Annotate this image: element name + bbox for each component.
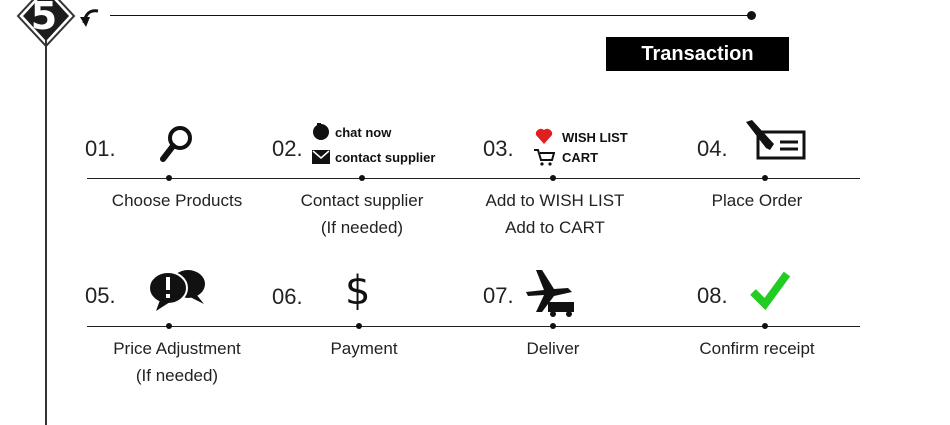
step5-dot bbox=[166, 323, 172, 329]
step2-number: 02. bbox=[272, 136, 303, 161]
section-title: Transaction bbox=[606, 37, 789, 71]
row1-rule bbox=[87, 178, 860, 179]
header-rule bbox=[110, 15, 750, 16]
step3-caption-line2: Add to CART bbox=[505, 218, 605, 237]
timeline-vertical-line bbox=[45, 40, 47, 425]
step4-number: 04. bbox=[697, 136, 728, 161]
plane-truck-icon bbox=[524, 270, 578, 323]
step3-dot bbox=[550, 175, 556, 181]
step6-number: 06. bbox=[272, 284, 303, 309]
step4-dot bbox=[762, 175, 768, 181]
step6-dot bbox=[356, 323, 362, 329]
chat-now-label: chat now bbox=[335, 125, 392, 140]
step8-dot bbox=[762, 323, 768, 329]
row2-rule bbox=[87, 326, 860, 327]
step5-caption: Price Adjustment (If needed) bbox=[87, 335, 267, 389]
step7-dot bbox=[550, 323, 556, 329]
step5-caption-line2: (If needed) bbox=[135, 366, 219, 385]
checkmark-icon bbox=[750, 270, 791, 315]
step8-number: 08. bbox=[697, 283, 728, 308]
step8-caption: Confirm receipt bbox=[667, 335, 847, 362]
step6-caption-line1: Payment bbox=[330, 339, 398, 358]
contact-supplier-label: contact supplier bbox=[335, 150, 436, 165]
step-number: 5 bbox=[30, 0, 58, 38]
step1-caption-line1: Choose Products bbox=[111, 191, 243, 210]
step7-caption-line1: Deliver bbox=[526, 339, 580, 358]
step1-dot bbox=[166, 175, 172, 181]
step2-dot bbox=[359, 175, 365, 181]
step2-caption-line2: (If needed) bbox=[320, 218, 404, 237]
dollar-icon: $ bbox=[345, 268, 371, 314]
step2-caption: Contact supplier (If needed) bbox=[272, 187, 452, 241]
step7-number: 07. bbox=[483, 283, 514, 308]
step1-caption: Choose Products bbox=[87, 187, 267, 214]
mail-icon bbox=[312, 150, 330, 164]
magnifier-icon bbox=[160, 124, 196, 169]
cart-label: CART bbox=[562, 150, 599, 165]
step2-caption-line1: Contact supplier bbox=[300, 191, 424, 210]
heart-icon bbox=[534, 127, 554, 145]
order-form-icon bbox=[744, 120, 808, 167]
step4-caption: Place Order bbox=[667, 187, 847, 214]
step4-caption-line1: Place Order bbox=[711, 191, 803, 210]
step3-number: 03. bbox=[483, 136, 514, 161]
curved-arrow-icon bbox=[78, 5, 102, 29]
wish-list-label: WISH LIST bbox=[562, 130, 628, 145]
step7-caption: Deliver bbox=[463, 335, 643, 362]
step1-number: 01. bbox=[85, 136, 116, 161]
header-rule-endpoint bbox=[747, 11, 756, 20]
step6-caption: Payment bbox=[274, 335, 454, 362]
step8-caption-line1: Confirm receipt bbox=[699, 339, 815, 358]
chat-bubble-icon bbox=[312, 123, 330, 141]
step3-caption: Add to WISH LIST Add to CART bbox=[465, 187, 645, 241]
step3-caption-line1: Add to WISH LIST bbox=[485, 191, 625, 210]
speech-bubbles-icon bbox=[148, 268, 208, 317]
cart-icon bbox=[533, 148, 556, 166]
step5-caption-line1: Price Adjustment bbox=[113, 339, 241, 358]
step5-number: 05. bbox=[85, 283, 116, 308]
